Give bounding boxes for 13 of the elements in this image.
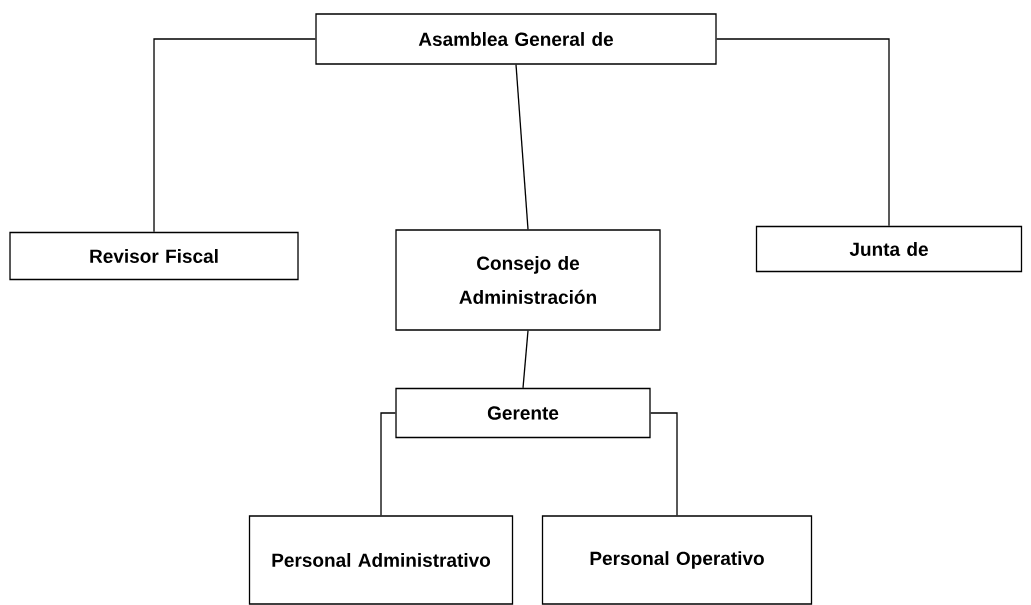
org-box: Asamblea General de: [315, 13, 717, 65]
connector-line: [650, 412, 678, 516]
connector-line: [380, 412, 396, 516]
org-box: Consejo de Administración: [395, 229, 661, 331]
org-box: Revisor Fiscal: [9, 231, 299, 281]
connector-line: [153, 38, 316, 233]
connector-line: [716, 38, 890, 227]
org-box: Gerente: [395, 387, 651, 439]
org-box: Personal Operativo: [541, 515, 813, 605]
connector-line: [515, 64, 529, 230]
connector-line: [522, 330, 529, 389]
org-box: Junta de: [755, 225, 1023, 273]
org-box: Personal Administrativo: [248, 515, 514, 605]
